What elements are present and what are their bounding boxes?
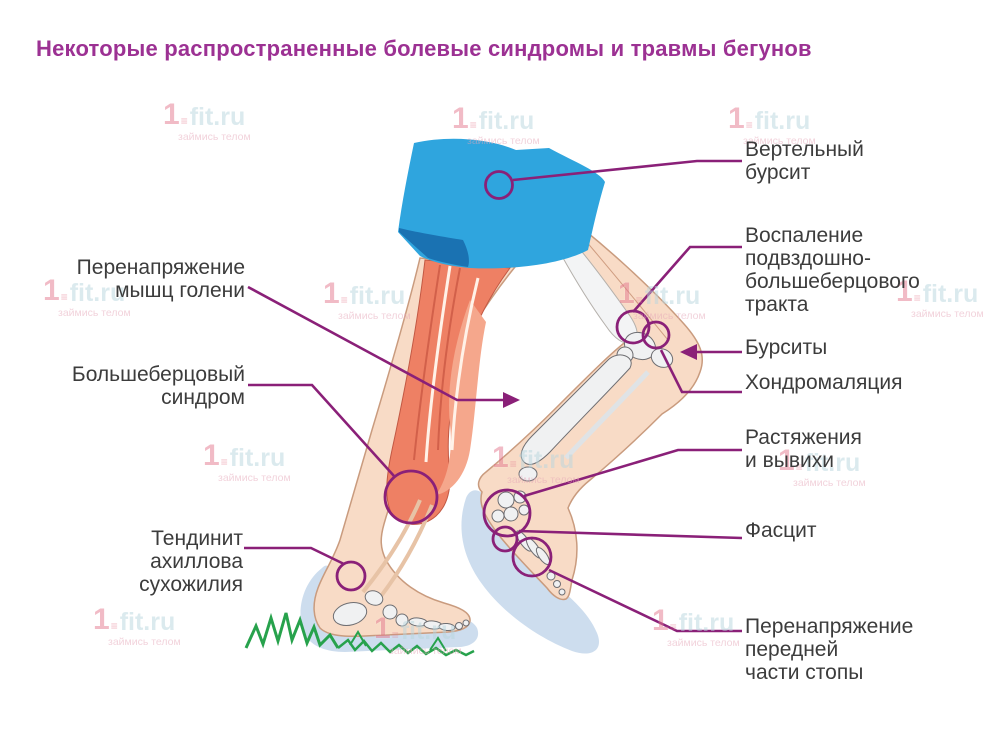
shorts	[398, 138, 605, 269]
label-chondromalacia: Хондромаляция	[745, 371, 903, 394]
front-leg-bones	[518, 331, 674, 482]
label-fasciitis: Фасцит	[745, 519, 817, 542]
shorts-main	[398, 138, 605, 269]
label-it-band-inflammation: Воспаление подвздошно- большеберцового т…	[745, 224, 920, 316]
arrow-right-calf	[503, 392, 520, 408]
arrow-left-bursitis	[680, 344, 697, 360]
label-bursitis: Бурситы	[745, 336, 828, 359]
thigh-contour	[584, 239, 669, 341]
circle-knee-outer	[615, 309, 651, 345]
line-achilles-tendinitis	[244, 546, 345, 566]
rear-foot-bones	[332, 590, 470, 632]
circle-heel	[491, 525, 519, 553]
circle-tarsus	[482, 488, 532, 538]
circle-knee-inner	[641, 320, 671, 350]
line-chondromalacia	[659, 349, 742, 394]
line-shin-splints	[248, 383, 395, 477]
page-title: Некоторые распространенные болевые синдр…	[36, 36, 812, 61]
label-calf-muscle-strain: Перенапряжение мышц голени	[76, 256, 245, 302]
connector-lines	[244, 159, 743, 633]
muscle-striations	[413, 264, 461, 461]
label-shin-splints: Большеберцовый синдром	[71, 363, 245, 409]
muscle-highlight	[436, 300, 486, 495]
line-sprains	[523, 448, 742, 498]
circle-achilles	[335, 560, 367, 592]
grass	[244, 612, 475, 657]
label-forefoot-strain: Перенапряжение передней части стопы	[745, 615, 914, 684]
annotation-circles	[335, 170, 671, 592]
line-forefoot	[548, 568, 742, 633]
label-trochanteric-bursitis: Вертельный бурсит	[745, 138, 864, 184]
muscle-seams	[424, 265, 480, 463]
shorts-dark-panel	[399, 228, 469, 267]
label-achilles-tendinitis: Тендинит ахиллова сухожилия	[139, 527, 243, 596]
line-calf-strain	[247, 285, 508, 402]
line-trochanteric-bursitis	[512, 159, 742, 182]
arrowheads	[503, 344, 697, 408]
circle-forefoot	[511, 536, 553, 578]
front-leg	[477, 206, 704, 601]
circle-shin	[383, 469, 439, 525]
line-it-band	[632, 245, 742, 313]
label-sprains-dislocations: Растяжения и вывихи	[745, 426, 862, 472]
circle-hip	[484, 170, 514, 200]
line-fasciitis	[518, 529, 743, 540]
